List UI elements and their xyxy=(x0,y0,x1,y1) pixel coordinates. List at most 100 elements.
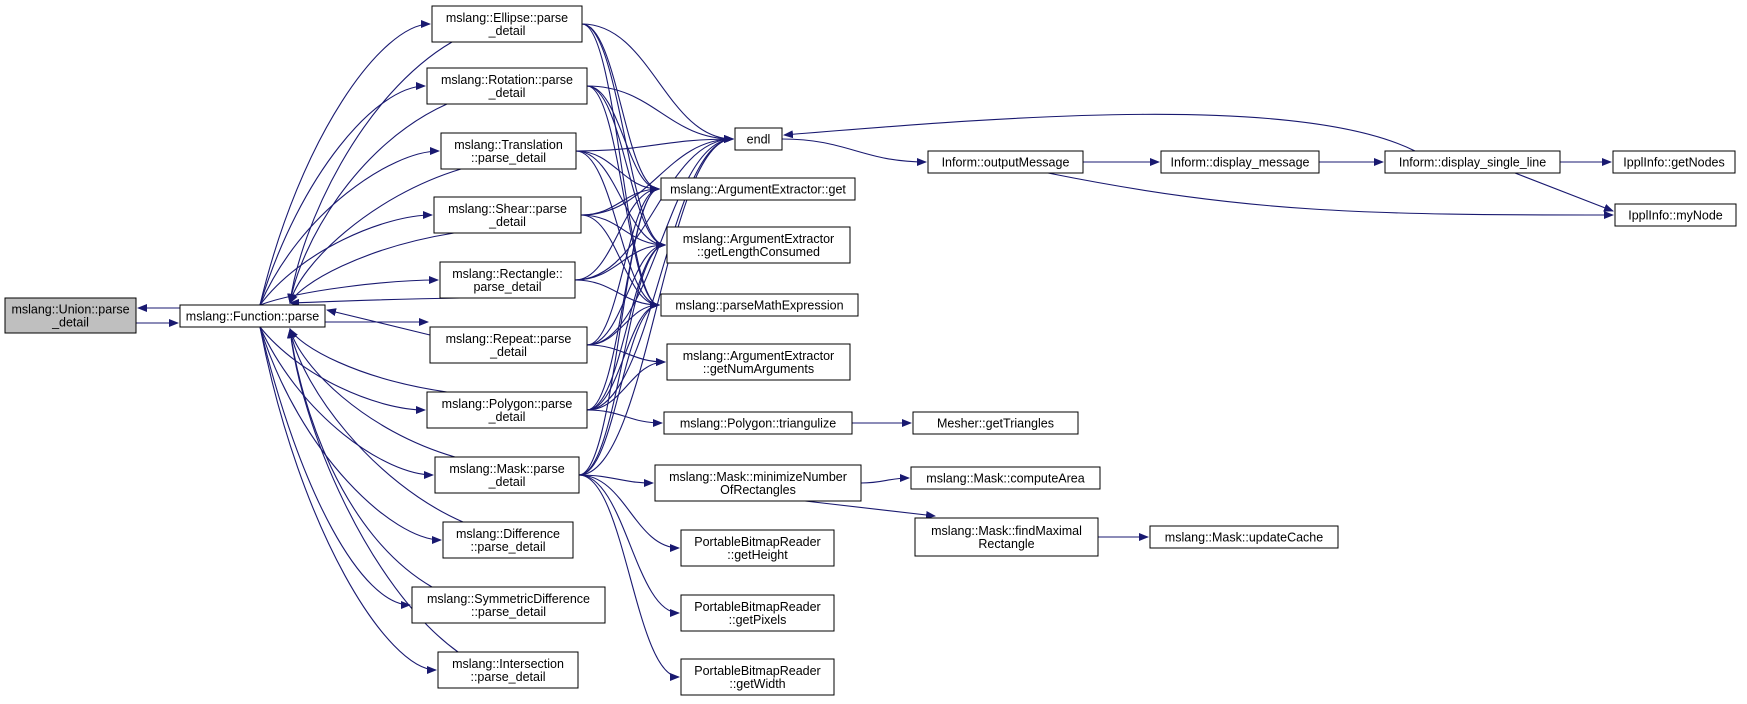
edge-translation-to-ae_len xyxy=(575,150,666,249)
node-box[interactable] xyxy=(680,529,835,567)
node-box[interactable] xyxy=(666,343,851,381)
node-repeat[interactable]: mslang::Repeat::parse_detail xyxy=(429,326,588,364)
node-box[interactable] xyxy=(663,411,853,435)
node-pbr_h[interactable]: PortableBitmapReader::getHeight xyxy=(680,529,835,567)
node-label: _detail xyxy=(488,475,526,489)
node-label: ::getHeight xyxy=(727,548,788,562)
node-label: ::parse_detail xyxy=(470,540,545,554)
edge-rectangle-to-ae_get xyxy=(574,185,660,281)
node-box[interactable] xyxy=(433,196,582,234)
node-rectangle[interactable]: mslang::Rectangle::parse_detail xyxy=(439,261,576,299)
node-box[interactable] xyxy=(1384,150,1561,174)
node-box[interactable] xyxy=(440,132,577,170)
node-triangulize[interactable]: mslang::Polygon::triangulize xyxy=(663,411,853,435)
node-label: ::getNumArguments xyxy=(703,362,814,376)
node-label: OfRectangles xyxy=(720,483,796,497)
node-dispmsg[interactable]: Inform::display_message xyxy=(1160,150,1320,174)
node-outmsg[interactable]: Inform::outputMessage xyxy=(927,150,1084,174)
node-gettri[interactable]: Mesher::getTriangles xyxy=(912,411,1079,435)
node-difference[interactable]: mslang::Difference::parse_detail xyxy=(442,521,574,559)
node-box[interactable] xyxy=(734,127,783,151)
node-box[interactable] xyxy=(1614,203,1737,227)
node-pme[interactable]: mslang::parseMathExpression xyxy=(660,293,859,317)
node-box[interactable] xyxy=(660,293,859,317)
node-box[interactable] xyxy=(179,304,326,328)
node-endl[interactable]: endl xyxy=(734,127,783,151)
node-box[interactable] xyxy=(439,261,576,299)
node-box[interactable] xyxy=(431,5,583,43)
node-label: PortableBitmapReader xyxy=(694,535,820,549)
node-box[interactable] xyxy=(437,651,579,689)
node-mask[interactable]: mslang::Mask::parse_detail xyxy=(434,456,580,494)
node-box[interactable] xyxy=(680,658,835,696)
node-box[interactable] xyxy=(442,521,574,559)
node-shear[interactable]: mslang::Shear::parse_detail xyxy=(433,196,582,234)
node-label: endl xyxy=(747,133,771,147)
node-label: _detail xyxy=(488,410,526,424)
edge-rotation-to-ae_len xyxy=(586,85,666,249)
node-box[interactable] xyxy=(680,594,835,632)
node-box[interactable] xyxy=(426,391,588,429)
edge-translation-to-pme xyxy=(575,150,660,309)
node-ae_get[interactable]: mslang::ArgumentExtractor::get xyxy=(660,177,856,201)
edge-function-to-rotation xyxy=(259,82,426,306)
node-ae_num[interactable]: mslang::ArgumentExtractor::getNumArgumen… xyxy=(666,343,851,381)
node-box[interactable] xyxy=(426,67,588,105)
node-label: _detail xyxy=(488,86,526,100)
edge-symdiff-to-function xyxy=(287,328,433,588)
node-translation[interactable]: mslang::Translation::parse_detail xyxy=(440,132,577,170)
node-polygon[interactable]: mslang::Polygon::parse_detail xyxy=(426,391,588,429)
node-box[interactable] xyxy=(910,466,1101,490)
edge-mask-to-pme xyxy=(578,301,660,476)
node-box[interactable] xyxy=(927,150,1084,174)
node-box[interactable] xyxy=(660,177,856,201)
node-label: PortableBitmapReader xyxy=(694,664,820,678)
node-ellipse[interactable]: mslang::Ellipse::parse_detail xyxy=(431,5,583,43)
edge-polygon-to-ae_len xyxy=(586,241,666,411)
node-rotation[interactable]: mslang::Rotation::parse_detail xyxy=(426,67,588,105)
node-label: Inform::outputMessage xyxy=(942,156,1070,170)
edge-function-to-ellipse xyxy=(259,20,431,306)
edge-function-to-mask xyxy=(259,326,434,479)
node-updcache[interactable]: mslang::Mask::updateCache xyxy=(1149,525,1339,549)
node-box[interactable] xyxy=(434,456,580,494)
node-box[interactable] xyxy=(914,517,1099,557)
node-pbr_w[interactable]: PortableBitmapReader::getWidth xyxy=(680,658,835,696)
edge-mask-to-ae_len xyxy=(578,241,666,476)
node-box[interactable] xyxy=(4,297,137,334)
node-box[interactable] xyxy=(912,411,1079,435)
node-label: _detail xyxy=(488,24,526,38)
edge-function-to-translation xyxy=(259,147,440,306)
node-box[interactable] xyxy=(1160,150,1320,174)
edge-outmsg-to-mynode xyxy=(1047,172,1614,219)
node-label: mslang::Mask::parse xyxy=(449,462,564,476)
node-label: ::getLengthConsumed xyxy=(697,245,820,259)
node-mynode[interactable]: IpplInfo::myNode xyxy=(1614,203,1737,227)
node-label: mslang::ArgumentExtractor xyxy=(683,232,834,246)
node-label: mslang::Union::parse xyxy=(11,303,129,317)
node-label: ::getPixels xyxy=(729,613,787,627)
node-box[interactable] xyxy=(1612,150,1736,174)
edge-rotation-to-pme xyxy=(586,85,660,309)
node-pbr_p[interactable]: PortableBitmapReader::getPixels xyxy=(680,594,835,632)
node-box[interactable] xyxy=(411,586,606,624)
node-box[interactable] xyxy=(1149,525,1339,549)
node-box[interactable] xyxy=(429,326,588,364)
node-box[interactable] xyxy=(666,226,851,264)
node-intersection[interactable]: mslang::Intersection::parse_detail xyxy=(437,651,579,689)
edge-repeat-to-pme xyxy=(586,301,660,346)
node-symdiff[interactable]: mslang::SymmetricDifference::parse_detai… xyxy=(411,586,606,624)
node-box[interactable] xyxy=(654,464,862,502)
node-function[interactable]: mslang::Function::parse xyxy=(179,304,326,328)
node-ae_len[interactable]: mslang::ArgumentExtractor::getLengthCons… xyxy=(666,226,851,264)
edge-mask-to-ae_get xyxy=(578,185,660,476)
node-displine[interactable]: Inform::display_single_line xyxy=(1384,150,1561,174)
edge-function-to-intersection xyxy=(259,326,437,674)
edge-function-to-shear xyxy=(259,211,433,306)
node-getnodes[interactable]: IpplInfo::getNodes xyxy=(1612,150,1736,174)
node-comparea[interactable]: mslang::Mask::computeArea xyxy=(910,466,1101,490)
node-union[interactable]: mslang::Union::parse_detail xyxy=(4,297,137,334)
